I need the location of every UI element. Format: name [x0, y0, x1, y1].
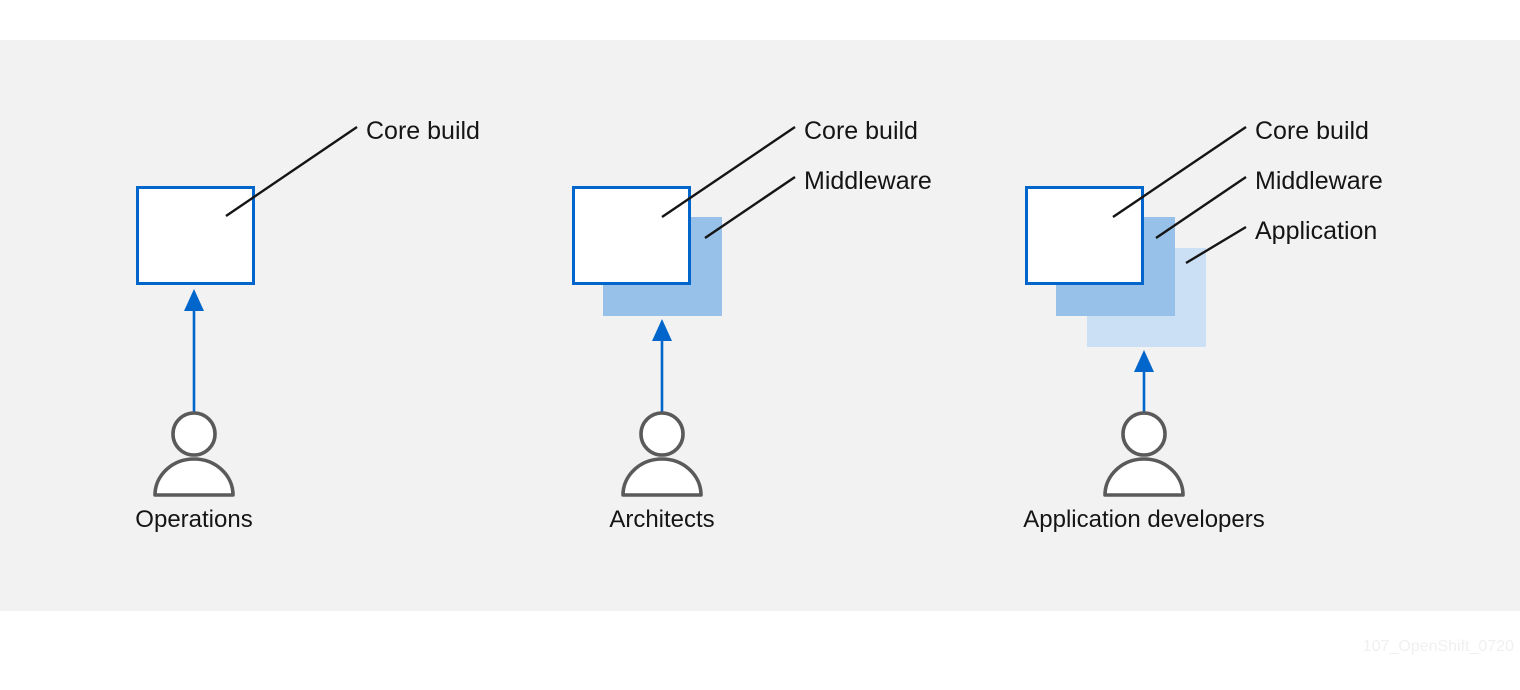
watermark-label: 107_OpenShift_0720: [1363, 638, 1514, 655]
role-label-architects: Architects: [609, 506, 714, 533]
role-label-application-developers: Application developers: [1023, 506, 1265, 533]
person-body-icon: [1103, 457, 1185, 497]
diagram-panel-background: [0, 40, 1520, 611]
person-head-icon: [171, 411, 217, 457]
callout-leader-line-1: [1155, 176, 1247, 239]
person-body-icon: [153, 457, 235, 497]
person-body-icon: [621, 457, 703, 497]
callout-leader-line-2: [1185, 225, 1247, 265]
core-build-box: [1025, 186, 1144, 285]
role-label-operations: Operations: [135, 506, 252, 533]
callout-label-application: Application: [1255, 217, 1377, 245]
arrow-head-icon: [652, 319, 672, 341]
callout-label-middleware: Middleware: [804, 167, 932, 195]
callout-label-core-build: Core build: [1255, 117, 1369, 145]
core-build-box: [136, 186, 255, 285]
callout-label-core-build: Core build: [804, 117, 918, 145]
callout-label-middleware: Middleware: [1255, 167, 1383, 195]
callout-leader-line-0: [225, 126, 358, 217]
person-head-icon: [639, 411, 685, 457]
arrow-head-icon: [184, 289, 204, 311]
diagram-group-application-developers: Application developers Core buildMiddlewa…: [1023, 117, 1383, 533]
callout-leader-line-0: [1112, 126, 1247, 218]
person-head-icon: [1121, 411, 1167, 457]
callout-leader-line-0: [661, 126, 796, 218]
arrow-head-icon: [1134, 350, 1154, 372]
callout-label-core-build: Core build: [366, 117, 480, 145]
core-build-box: [572, 186, 691, 285]
callout-leader-line-1: [704, 176, 796, 239]
diagram-group-operations: Operations Core build: [135, 117, 480, 533]
